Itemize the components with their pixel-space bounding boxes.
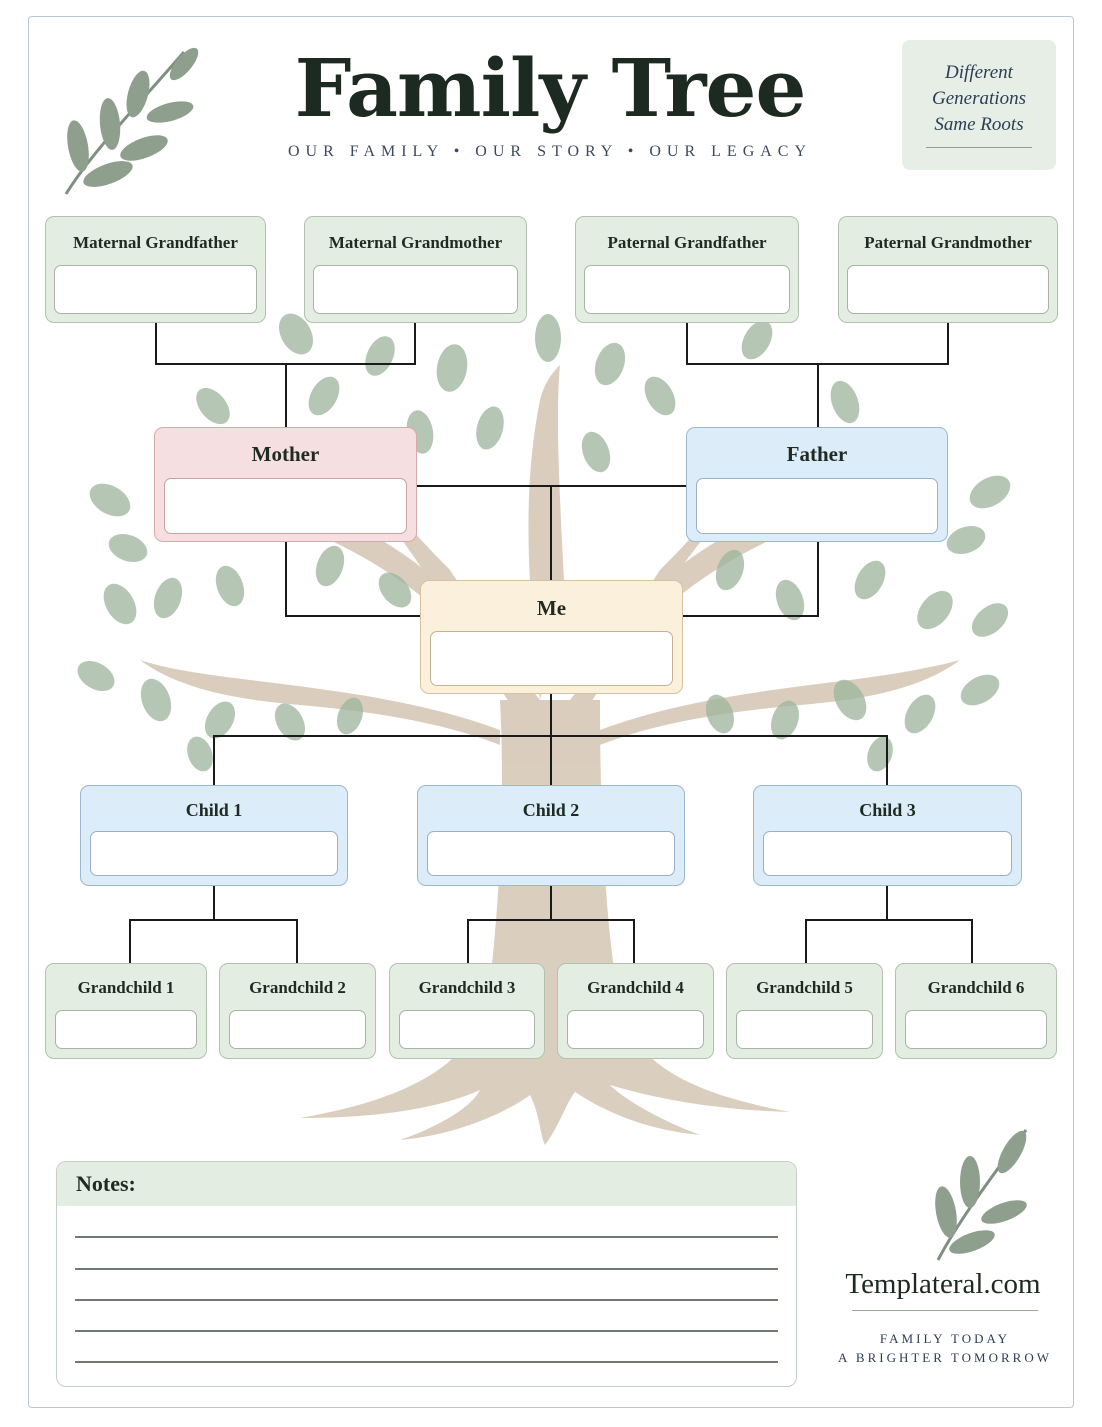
card-label: Maternal Grandmother <box>328 233 503 252</box>
notes-header: Notes: <box>57 1162 796 1206</box>
leaf-sprig-icon <box>935 1129 1028 1261</box>
brand-divider <box>852 1310 1038 1311</box>
notes-line-5[interactable] <box>75 1361 778 1363</box>
notes-label: Notes: <box>76 1171 136 1196</box>
grandchild-1-name-field[interactable] <box>55 1010 197 1049</box>
card-label: Paternal Grandfather <box>607 233 767 252</box>
motto-line-2: Generations <box>932 88 1026 109</box>
mother-card: Mother <box>154 427 417 542</box>
card-label: Mother <box>251 442 320 466</box>
card-label: Grandchild 1 <box>77 978 175 997</box>
motto-badge: Different Generations Same Roots <box>902 40 1056 170</box>
grandchild-2-card: Grandchild 2 <box>219 963 376 1059</box>
child-2-name-field[interactable] <box>427 831 675 876</box>
leaf-sprig-icon <box>64 47 199 195</box>
grandchild-1-card: Grandchild 1 <box>45 963 207 1059</box>
child-3-name-field[interactable] <box>763 831 1012 876</box>
card-label: Grandchild 5 <box>756 978 853 997</box>
card-label: Child 1 <box>185 800 243 820</box>
grandchild-3-name-field[interactable] <box>399 1010 535 1049</box>
mother-name-field[interactable] <box>164 478 407 534</box>
card-label: Grandchild 3 <box>418 978 516 997</box>
grandchild-4-card: Grandchild 4 <box>557 963 714 1059</box>
page-subtitle: OUR FAMILY • OUR STORY • OUR LEGACY <box>287 143 813 160</box>
grandchild-5-card: Grandchild 5 <box>726 963 883 1059</box>
maternal-grandfather-card: Maternal Grandfather <box>45 216 266 323</box>
card-label: Maternal Grandfather <box>73 233 238 252</box>
paternal-grandfather-name-field[interactable] <box>584 265 790 314</box>
brand-tagline-1: FAMILY TODAY <box>879 1331 1011 1346</box>
card-label: Grandchild 2 <box>249 978 346 997</box>
father-card: Father <box>686 427 948 542</box>
paternal-grandfather-card: Paternal Grandfather <box>575 216 799 323</box>
grandchild-2-name-field[interactable] <box>229 1010 366 1049</box>
brand-tagline-2: A BRIGHTER TOMORROW <box>838 1350 1052 1365</box>
page-border <box>28 16 1074 1408</box>
notes-line-1[interactable] <box>75 1236 778 1238</box>
paternal-grandmother-name-field[interactable] <box>847 265 1049 314</box>
grandchild-4-name-field[interactable] <box>567 1010 704 1049</box>
grandchild-5-name-field[interactable] <box>736 1010 873 1049</box>
card-label: Father <box>786 442 848 466</box>
page-title: Family Tree <box>294 41 807 135</box>
father-name-field[interactable] <box>696 478 938 534</box>
me-name-field[interactable] <box>430 631 673 686</box>
grandchild-3-card: Grandchild 3 <box>389 963 545 1059</box>
paternal-grandmother-card: Paternal Grandmother <box>838 216 1058 323</box>
card-label: Paternal Grandmother <box>864 233 1032 252</box>
notes-line-3[interactable] <box>75 1299 778 1301</box>
notes-line-4[interactable] <box>75 1330 778 1332</box>
maternal-grandmother-card: Maternal Grandmother <box>304 216 527 323</box>
card-label: Child 3 <box>859 800 916 820</box>
me-card: Me <box>420 580 683 694</box>
maternal-grandfather-name-field[interactable] <box>54 265 257 314</box>
notes-line-2[interactable] <box>75 1268 778 1270</box>
child-3-card: Child 3 <box>753 785 1022 886</box>
motto-line-3: Same Roots <box>934 114 1024 135</box>
brand-name: Templateral.com <box>845 1268 1041 1300</box>
notes-panel: Notes: <box>56 1161 797 1387</box>
maternal-grandmother-name-field[interactable] <box>313 265 518 314</box>
badge-divider <box>926 147 1032 148</box>
grandchild-6-card: Grandchild 6 <box>895 963 1057 1059</box>
grandchild-6-name-field[interactable] <box>905 1010 1047 1049</box>
child-1-card: Child 1 <box>80 785 348 886</box>
card-label: Grandchild 6 <box>927 978 1025 997</box>
card-label: Grandchild 4 <box>587 978 684 997</box>
card-label: Child 2 <box>522 800 580 820</box>
child-2-card: Child 2 <box>417 785 685 886</box>
motto-line-1: Different <box>945 62 1013 83</box>
child-1-name-field[interactable] <box>90 831 338 876</box>
card-label: Me <box>536 596 567 620</box>
